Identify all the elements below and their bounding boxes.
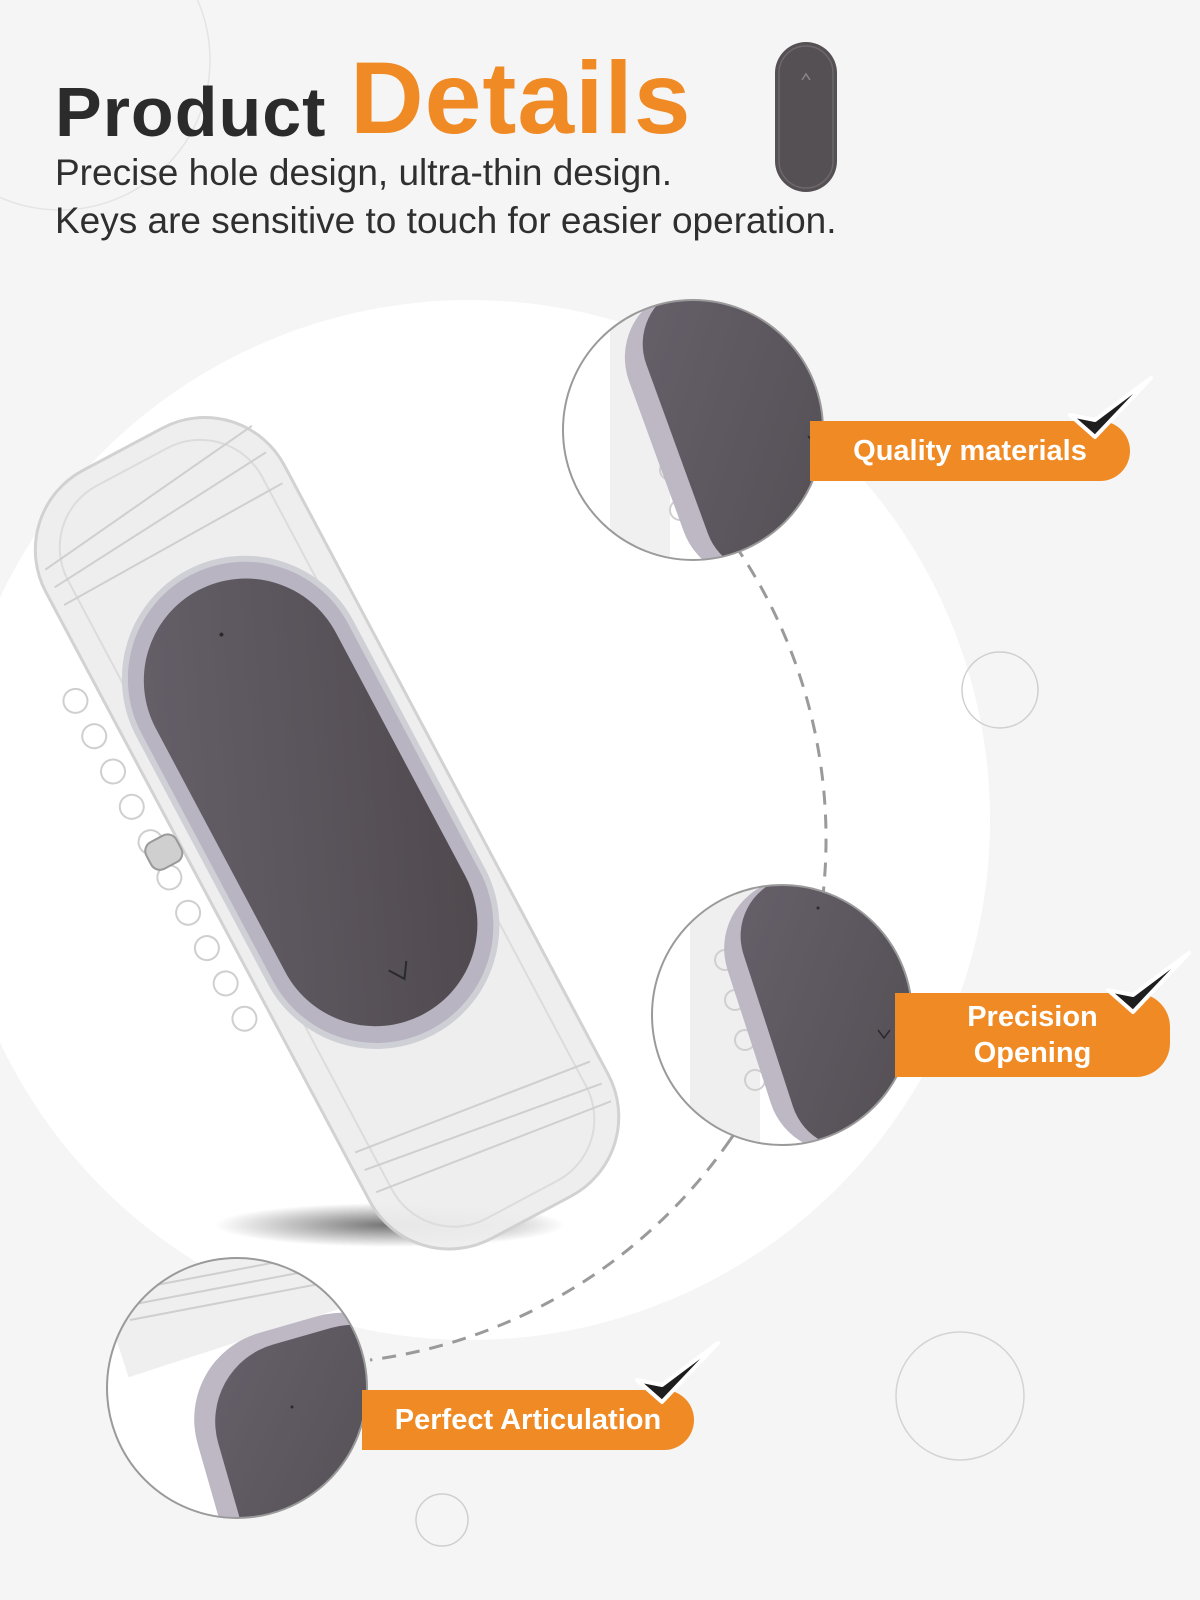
feature-label-precision: Precision Opening	[895, 993, 1170, 1077]
subtitle-line-1: Precise hole design, ultra-thin design.	[55, 152, 673, 193]
detail-circle-precision	[651, 884, 913, 1146]
feature-label-text: Perfect Articulation	[394, 1404, 662, 1436]
feature-label-text-line2: Opening	[973, 1037, 1092, 1069]
feature-label-quality: Quality materials	[810, 421, 1130, 481]
detail-circle-quality	[562, 299, 824, 561]
watch-band-main	[33, 416, 621, 1251]
checkmark-icon	[635, 1341, 720, 1404]
feature-label-text: Quality materials	[853, 435, 1087, 467]
subtitle-line-2: Keys are sensitive to touch for easier o…	[55, 200, 837, 241]
checkmark-icon	[1106, 951, 1191, 1014]
tracker-pod-icon	[775, 42, 837, 192]
title-details: Details	[350, 41, 692, 155]
feature-label-text-line1: Precision	[967, 1001, 1098, 1033]
feature-label-articulation: Perfect Articulation	[362, 1390, 694, 1450]
title-product: Product	[55, 73, 327, 151]
checkmark-icon	[1068, 376, 1153, 439]
